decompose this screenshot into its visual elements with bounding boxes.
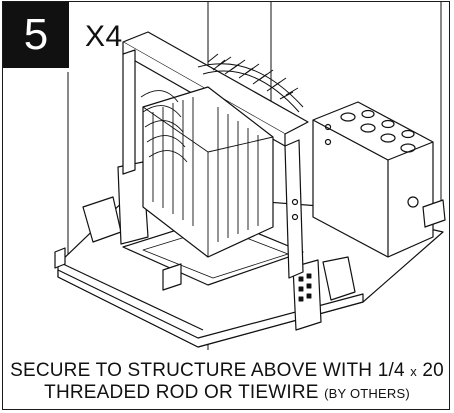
instruction-caption-line2: THREADED ROD OR TIEWIRE (BY OTHERS) — [44, 382, 410, 403]
right-bracket — [322, 256, 356, 301]
frame-right-post — [284, 139, 304, 279]
instruction-panel: 5 X4 SECURE TO STRUCTURE ABOVE WITH 1/4 … — [2, 1, 450, 410]
step-number: 5 — [23, 10, 49, 59]
instruction-caption-line1: SECURE TO STRUCTURE ABOVE WITH 1/4 x 20 — [10, 360, 444, 381]
heat-sink-fins — [197, 53, 304, 113]
fixture-housing-drawing — [54, 2, 446, 350]
frame-left-post — [122, 49, 136, 175]
step-number-badge: 5 — [3, 2, 69, 68]
junction-box — [312, 101, 434, 258]
quantity-label: X4 — [85, 20, 123, 53]
